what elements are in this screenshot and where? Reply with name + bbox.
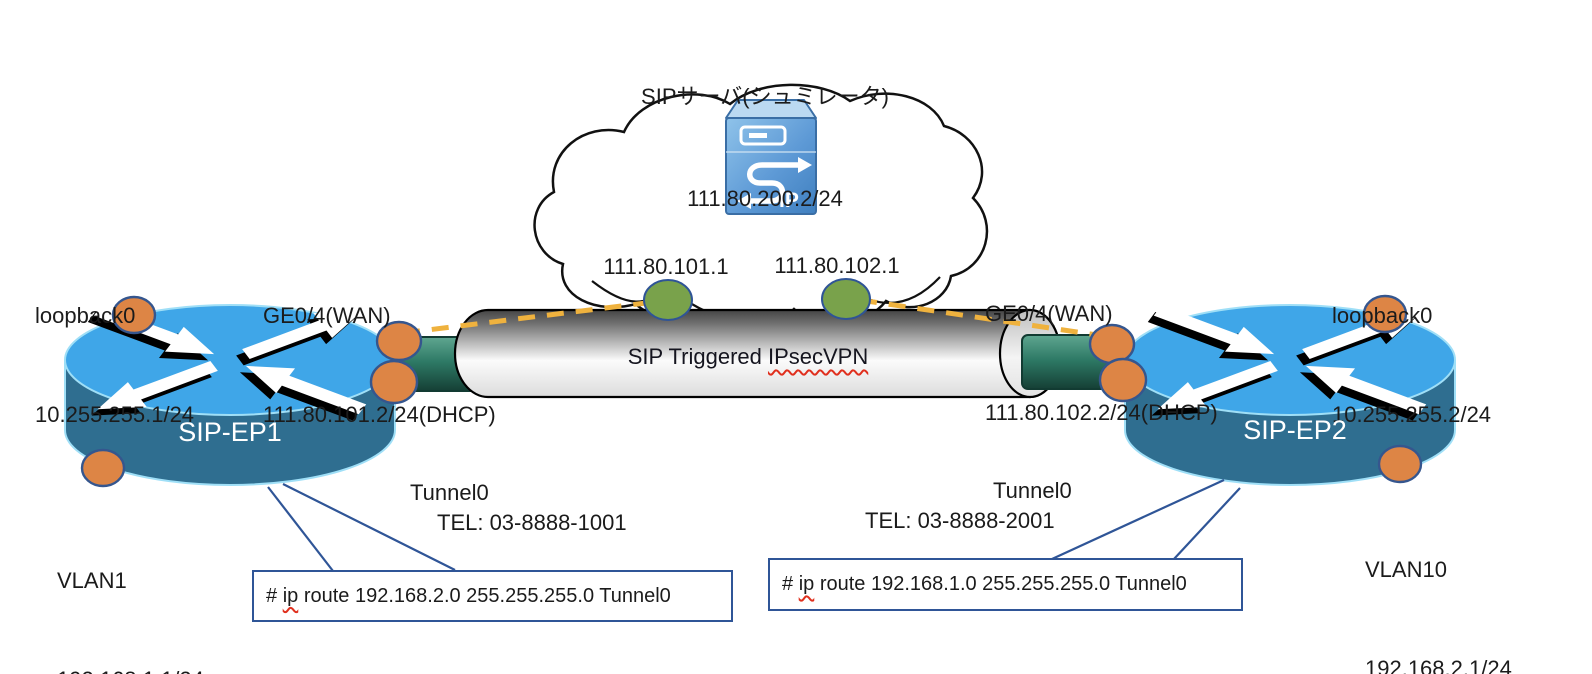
ep1-loopback-name: loopback0	[35, 303, 136, 328]
port-ep1-tunnel	[369, 359, 419, 405]
port-ep2-loopback	[1362, 294, 1408, 334]
gateway-ip-right: 111.80.102.1	[774, 253, 900, 278]
ep2-loopback-ip: 10.255.255.2/24	[1332, 402, 1492, 427]
ep2-vlan-label: VLAN10 192.168.2.1/24	[1365, 487, 1512, 674]
vpn-label-underlined-text: IPsecVPN	[767, 344, 869, 369]
gateway-ip-left: 111.80.101.1	[603, 254, 729, 279]
ep2-tel: TEL: 03-8888-2001	[865, 508, 1055, 533]
ep1-vlan-label: VLAN1 192.168.1.1/24	[57, 498, 204, 674]
ep2-loopback-name: loopback0	[1332, 303, 1433, 328]
vpn-tunnel-label: SIP Triggered IPsecVPN	[628, 344, 869, 370]
sip-server-title: SIPサーバ(シュミレータ) 111.80.200.2/24	[641, 12, 889, 250]
ep2-tunnel-name: Tunnel0	[993, 478, 1072, 503]
ep2-vlan-name: VLAN10	[1365, 557, 1447, 582]
ep1-router-name: SIP-EP1	[178, 417, 282, 447]
port-ep1-vlan	[80, 448, 126, 488]
sip-server-address: 111.80.200.2/24	[687, 186, 843, 211]
ep1-wan-ip: 111.80.101.2/24(DHCP)	[263, 402, 496, 427]
sip-arrow-glyph: IP	[737, 157, 812, 212]
port-ep1-loopback	[111, 295, 157, 335]
route-ip-word: ip	[798, 573, 815, 595]
ep2-router-name: SIP-EP2	[1243, 415, 1347, 445]
callout-pointer-lines	[267, 479, 1241, 572]
gateway-dot-left	[643, 279, 693, 321]
dashed-link-left	[402, 299, 655, 336]
route-rest: route 192.168.2.0 255.255.255.0 Tunnel0	[298, 584, 671, 607]
route-prefix: #	[782, 573, 799, 595]
ep1-vlan-name: VLAN1	[57, 568, 127, 593]
ep1-vlan-ip: 192.168.1.1/24	[57, 663, 204, 674]
ep2-wan-label: GE0/4(WAN) 111.80.102.2/24(DHCP)	[985, 231, 1218, 462]
vpn-label-text: SIP Triggered	[627, 344, 768, 369]
sip-server-icon: IP	[725, 99, 817, 215]
ep1-tel: TEL: 03-8888-1001	[437, 510, 627, 535]
ep2-wan-ip: 111.80.102.2/24(DHCP)	[985, 400, 1218, 425]
port-ep2-tunnel	[1098, 357, 1148, 403]
ep2-vlan-ip: 192.168.2.1/24	[1365, 656, 1512, 674]
dashed-link-right	[859, 297, 1105, 339]
route-prefix: #	[266, 584, 283, 607]
router-icon-ep2	[1124, 298, 1456, 486]
ep1-wan-label: GE0/4(WAN) 111.80.101.2/24(DHCP)	[263, 233, 496, 464]
port-ep2-vlan	[1377, 444, 1423, 484]
ep2-wan-name: GE0/4(WAN)	[985, 301, 1113, 326]
port-ep1-wan	[375, 320, 423, 362]
route-rest: route 192.168.1.0 255.255.255.0 Tunnel0	[814, 573, 1187, 595]
route-ip-word: ip	[282, 584, 299, 607]
ep2-route-callout-box: # ip route 192.168.1.0 255.255.255.0 Tun…	[768, 558, 1243, 611]
interface-ports	[80, 294, 1423, 488]
server-slot-icon	[739, 125, 787, 146]
ep1-wan-name: GE0/4(WAN)	[263, 303, 391, 328]
ep1-loopback-ip: 10.255.255.1/24	[35, 402, 195, 427]
sip-icon-text: IP	[779, 189, 799, 212]
sip-server-name: SIPサーバ(シュミレータ)	[641, 84, 889, 109]
ep1-loopback-label: loopback0 10.255.255.1/24	[35, 233, 194, 464]
ep1-tunnel-name: Tunnel0	[410, 480, 489, 505]
router-icon-ep1	[64, 298, 396, 486]
gateway-dot-right	[821, 278, 871, 320]
ep2-loopback-label: loopback0 10.255.255.2/24	[1332, 233, 1491, 464]
ep1-route-callout-box: # ip route 192.168.2.0 255.255.255.0 Tun…	[252, 570, 733, 622]
